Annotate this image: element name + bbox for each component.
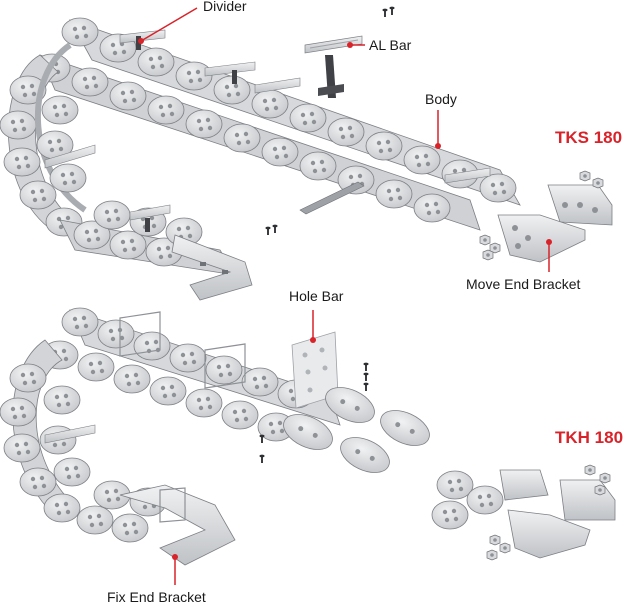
al-bar-exploded [265, 6, 395, 235]
callout-fix-end-bracket [172, 554, 178, 585]
label-hole-bar: Hole Bar [289, 288, 344, 304]
callout-al-bar [347, 42, 365, 48]
label-al-bar: AL Bar [369, 37, 412, 53]
tks-upper-run [33, 17, 521, 231]
tkh-chain-assembly [0, 307, 616, 566]
model-tks-180: TKS 180 [555, 128, 623, 147]
callout-body [435, 110, 441, 149]
tkh-bracket-parts [486, 464, 616, 561]
tks-crossbars [44, 29, 491, 232]
callout-divider [138, 7, 198, 44]
model-tkh-180: TKH 180 [555, 428, 624, 447]
tks-chain-assembly [0, 6, 613, 301]
callout-hole-bar [310, 310, 316, 343]
label-body: Body [425, 91, 457, 107]
tks-lower-run [59, 200, 253, 301]
tkh-lower-run [76, 480, 236, 566]
tkh-exploded-plates [283, 387, 504, 530]
label-divider: Divider [203, 0, 247, 14]
move-end-bracket-parts [479, 170, 613, 263]
tkh-upper-run [41, 307, 341, 442]
tkh-bend [0, 339, 96, 523]
callout-move-end-bracket [546, 239, 552, 272]
label-move-end-bracket: Move End Bracket [466, 276, 581, 292]
label-fix-end-bracket: Fix End Bracket [107, 589, 206, 605]
